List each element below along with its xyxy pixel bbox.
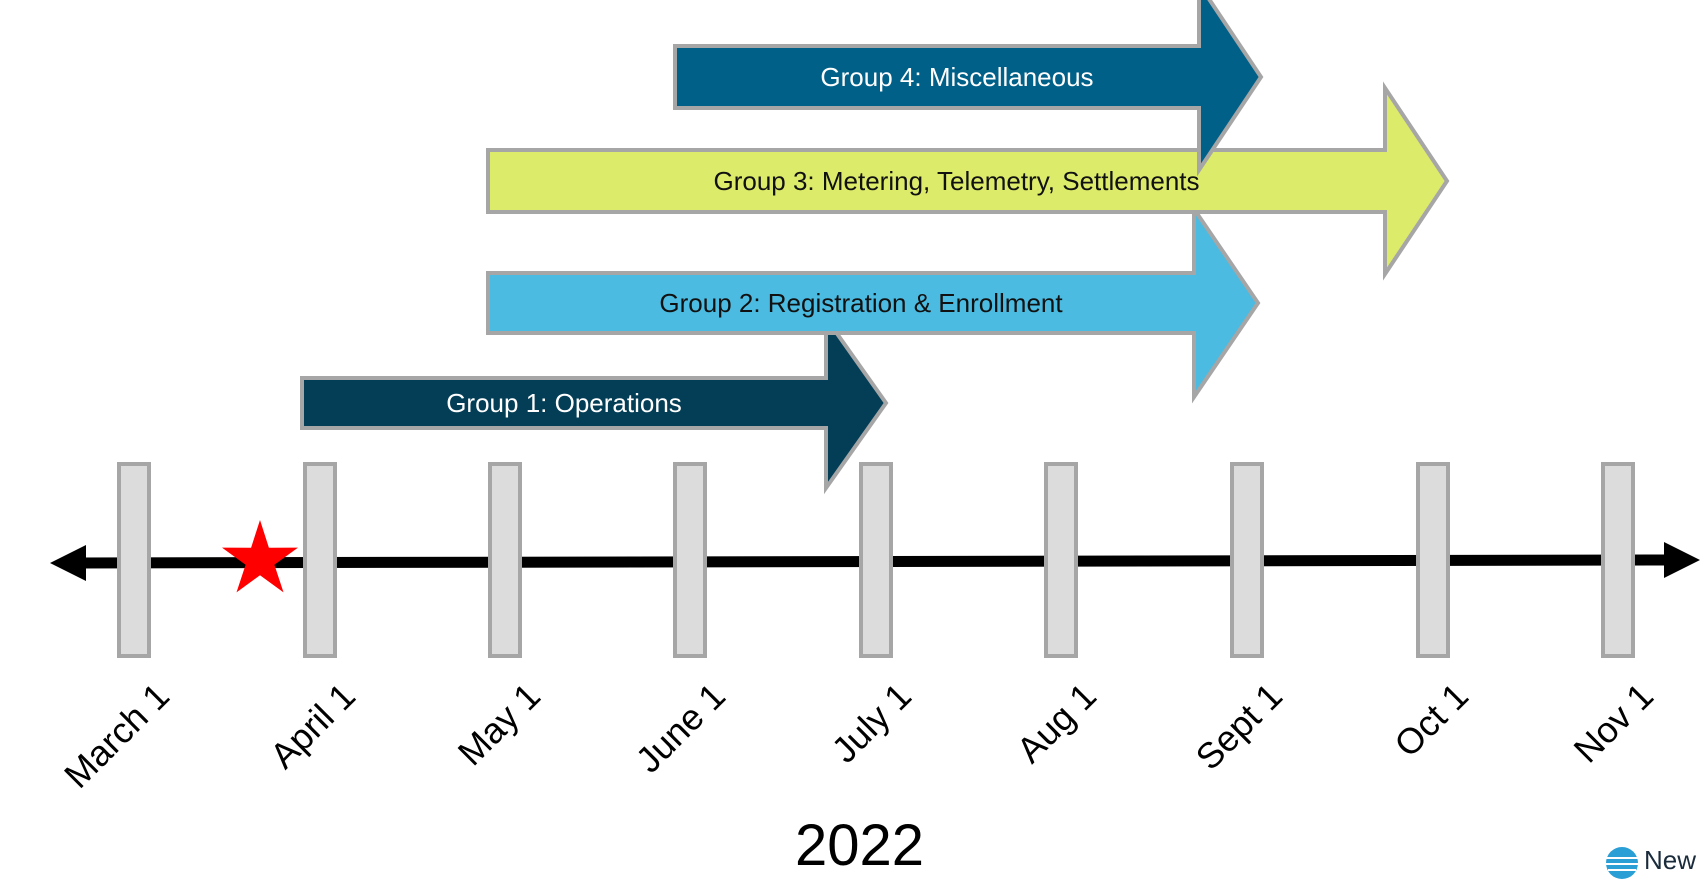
year-label: 2022: [795, 813, 925, 878]
month-tick: [859, 462, 893, 658]
month-tick: [117, 462, 151, 658]
month-tick: [673, 462, 707, 658]
month-tick: [1230, 462, 1264, 658]
month-tick: [1044, 462, 1078, 658]
month-tick: [1416, 462, 1450, 658]
star-icon: [222, 520, 298, 593]
company-logo: New: [1604, 845, 1700, 885]
timeline-right-arrowhead: [1664, 542, 1700, 578]
month-tick: [488, 462, 522, 658]
group-arrow-label: Group 2: Registration & Enrollment: [659, 288, 1063, 318]
globe-icon: [1606, 847, 1638, 879]
group-arrow: [300, 311, 889, 495]
group-arrow: [486, 81, 1450, 281]
group-arrow: [486, 202, 1261, 404]
month-tick: [1601, 462, 1635, 658]
timeline-left-arrowhead: [50, 545, 86, 581]
logo-text: New: [1644, 845, 1697, 875]
group-arrow-label: Group 4: Miscellaneous: [820, 62, 1093, 92]
month-tick: [303, 462, 337, 658]
group-arrow-label: Group 3: Metering, Telemetry, Settlement…: [713, 166, 1199, 196]
group-arrow: [673, 0, 1264, 177]
group-arrow-label: Group 1: Operations: [446, 388, 682, 418]
